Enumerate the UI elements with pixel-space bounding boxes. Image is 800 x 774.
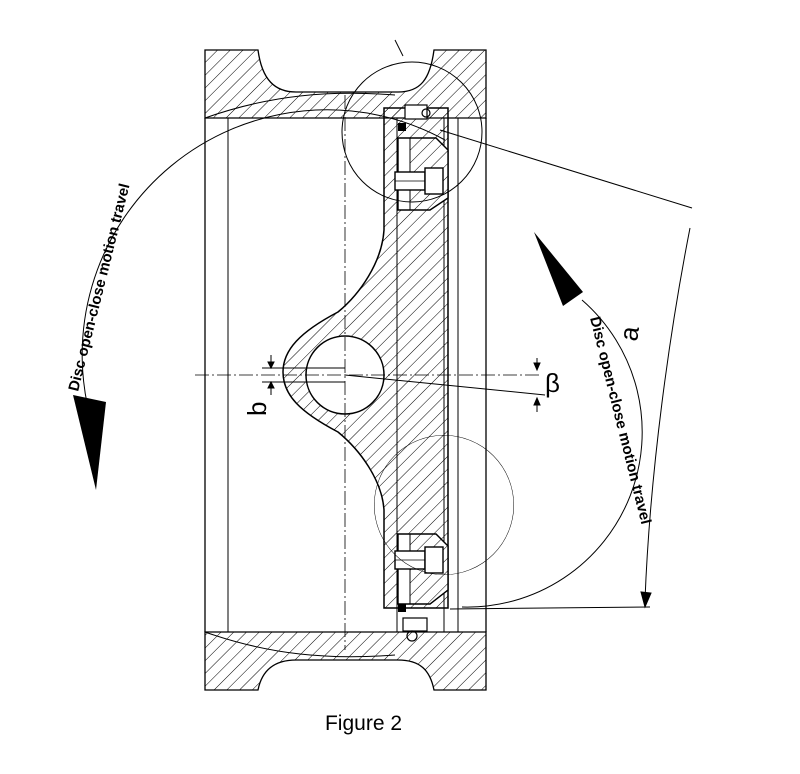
travel-label-left: Disc open-close motion travel [65,182,133,393]
travel-arrowhead-right [534,232,583,306]
dimension-b [262,355,345,395]
angle-beta-label: β [545,368,560,398]
detail-circle-upper [341,61,483,203]
dimension-a-label: a [613,324,645,343]
travel-arc-left [81,109,446,431]
lower-seal-ring [402,617,428,632]
center-lines [195,95,540,650]
travel-arc-right [461,299,643,608]
angle-beta [344,358,546,412]
lower-seal-assembly [394,533,449,642]
figure-caption: Figure 2 [324,712,403,735]
dimension-a [439,129,693,610]
dimension-b-label: b [242,402,272,416]
travel-arrowhead-left [73,395,106,490]
upper-seal-assembly [394,104,449,211]
top-mark [394,39,404,57]
body-top-wall [204,49,487,119]
upper-seal-ring [404,104,428,120]
body-bottom-wall [204,631,487,691]
